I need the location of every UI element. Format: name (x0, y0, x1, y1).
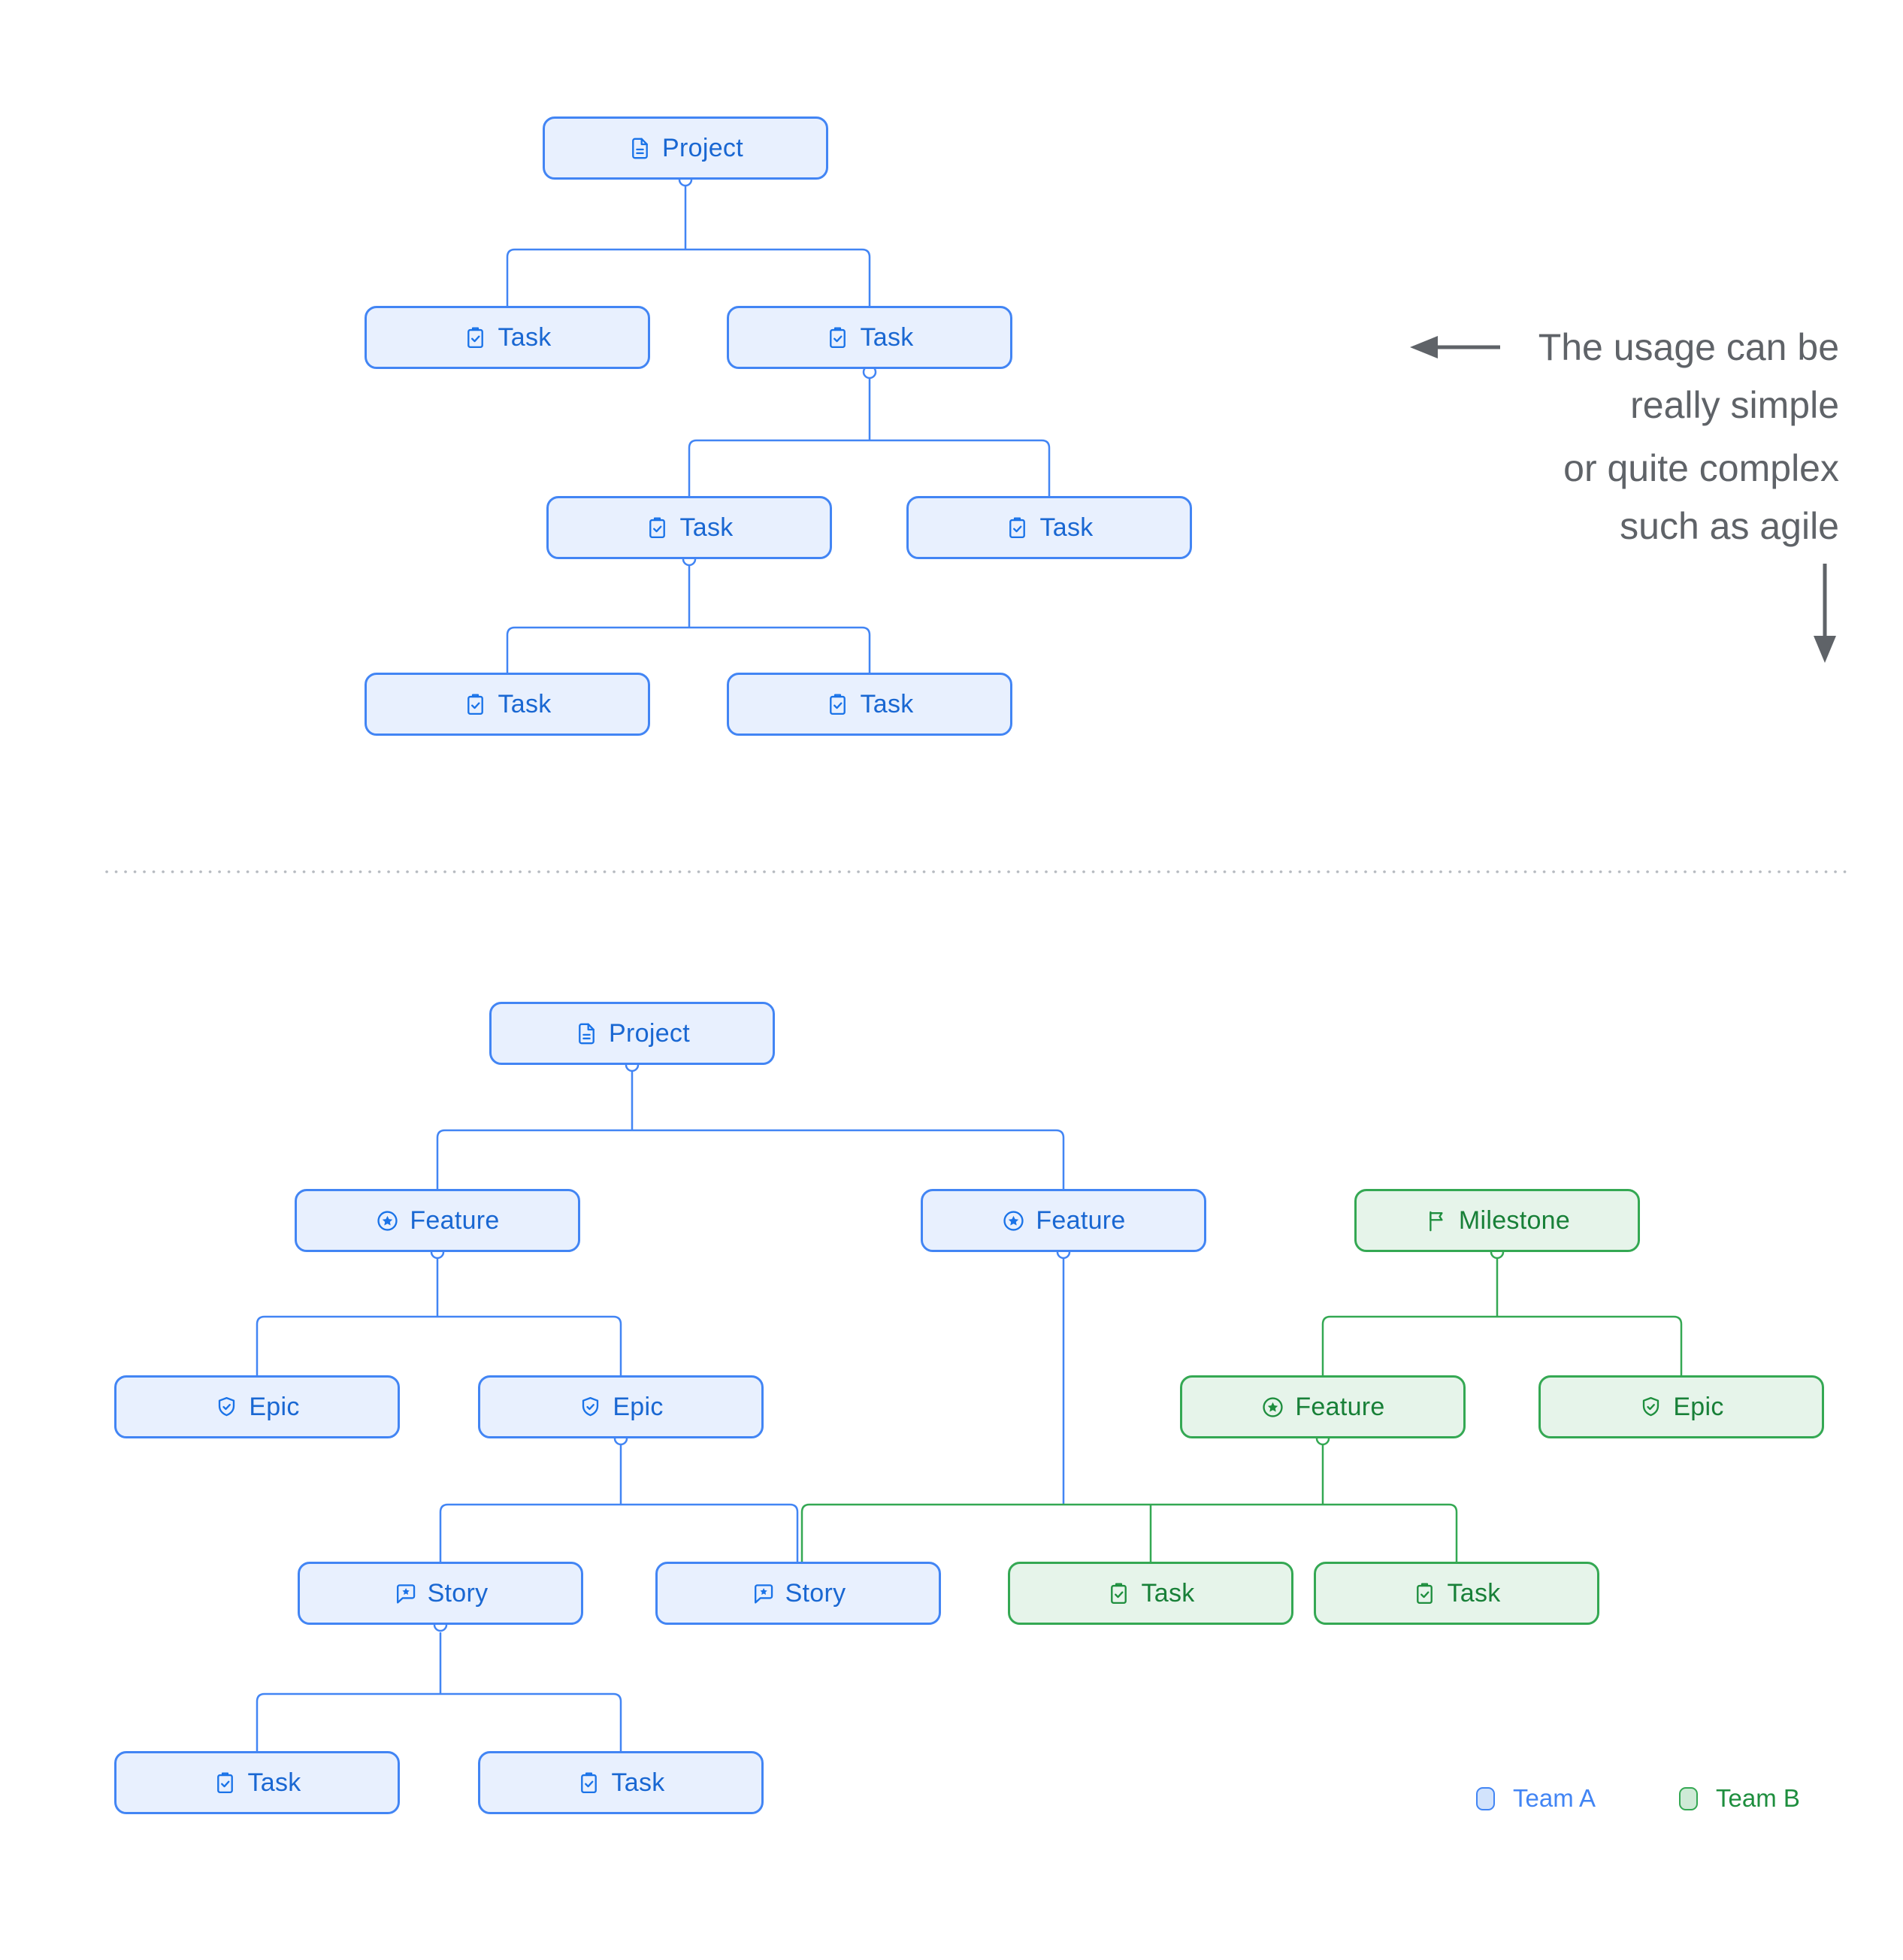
node-label: Epic (249, 1392, 300, 1421)
node-label: Feature (410, 1205, 500, 1235)
task-icon (217, 1772, 234, 1793)
node-epic: Epic (478, 1375, 764, 1438)
node-label: Feature (1295, 1392, 1385, 1421)
node-project: Project (489, 1002, 775, 1065)
node-label: Project (662, 133, 743, 162)
node-task: Task (478, 1751, 764, 1814)
node-label: Task (247, 1768, 301, 1797)
team-b-swatch (1679, 1786, 1698, 1810)
node-label: Story (427, 1578, 489, 1608)
node-task: Task (1314, 1562, 1599, 1625)
node-label: Feature (1036, 1205, 1126, 1235)
task-icon (581, 1772, 598, 1793)
document-icon (632, 138, 648, 159)
epic-icon (219, 1396, 235, 1416)
node-label: Milestone (1458, 1205, 1571, 1235)
story-icon (754, 1583, 773, 1603)
document-icon (579, 1023, 594, 1044)
annotation-line: such as agile (1620, 505, 1839, 547)
node-story: Story (298, 1562, 583, 1625)
story-icon (396, 1583, 415, 1603)
legend-team-a: Team A (1476, 1784, 1596, 1813)
annotation-line: The usage can be (1538, 326, 1839, 368)
flag-icon (1430, 1211, 1443, 1231)
node-task: Task (114, 1751, 400, 1814)
node-label: Project (609, 1018, 690, 1048)
node-project: Project (543, 116, 828, 180)
node-label: Task (498, 322, 552, 352)
task-icon (649, 517, 666, 538)
annotation-paragraph-complex: or quite complex such as agile (1223, 440, 1839, 555)
down-arrow-icon (1814, 564, 1836, 663)
node-story: Story (655, 1562, 941, 1625)
legend-team-b-label: Team B (1716, 1784, 1800, 1812)
node-milestone: Milestone (1354, 1189, 1640, 1252)
epic-icon (1643, 1396, 1659, 1416)
complex-tree-connectors (256, 1057, 1683, 1751)
node-label: Task (679, 513, 734, 542)
node-feature: Feature (1180, 1375, 1466, 1438)
annotation-line: or quite complex (1563, 447, 1839, 489)
node-task: Task (365, 306, 650, 369)
feature-icon (1003, 1210, 1024, 1231)
node-label: Epic (1673, 1392, 1724, 1421)
node-task: Task (1008, 1562, 1293, 1625)
simple-tree-connectors (506, 172, 1051, 673)
node-label: Task (1447, 1578, 1501, 1608)
node-feature: Feature (295, 1189, 580, 1252)
annotation-paragraph-simple: The usage can be really simple (1223, 319, 1839, 434)
node-feature: Feature (921, 1189, 1206, 1252)
node-task: Task (546, 496, 832, 559)
left-arrow-icon (1410, 336, 1500, 358)
node-task: Task (906, 496, 1192, 559)
task-icon (1417, 1583, 1433, 1604)
legend-team-b: Team B (1679, 1784, 1800, 1813)
node-label: Task (1039, 513, 1094, 542)
task-icon (467, 327, 484, 348)
node-label: Story (785, 1578, 846, 1608)
task-icon (467, 694, 484, 715)
task-icon (1111, 1583, 1127, 1604)
task-icon (830, 327, 846, 348)
team-a-swatch (1476, 1786, 1495, 1810)
annotation-line: really simple (1630, 384, 1839, 426)
node-task: Task (727, 673, 1012, 736)
node-label: Task (860, 689, 914, 718)
feature-icon (377, 1210, 398, 1231)
node-task: Task (727, 306, 1012, 369)
node-label: Epic (613, 1392, 664, 1421)
node-label: Task (611, 1768, 665, 1797)
node-label: Task (498, 689, 552, 718)
annotation-text: The usage can be really simple or quite … (1223, 319, 1839, 555)
feature-icon (1263, 1396, 1283, 1417)
task-icon (1009, 517, 1026, 538)
legend-team-a-label: Team A (1513, 1784, 1596, 1812)
node-label: Task (860, 322, 914, 352)
node-epic: Epic (114, 1375, 400, 1438)
task-icon (830, 694, 846, 715)
node-task: Task (365, 673, 650, 736)
node-label: Task (1141, 1578, 1195, 1608)
epic-icon (582, 1396, 599, 1416)
node-epic: Epic (1538, 1375, 1824, 1438)
